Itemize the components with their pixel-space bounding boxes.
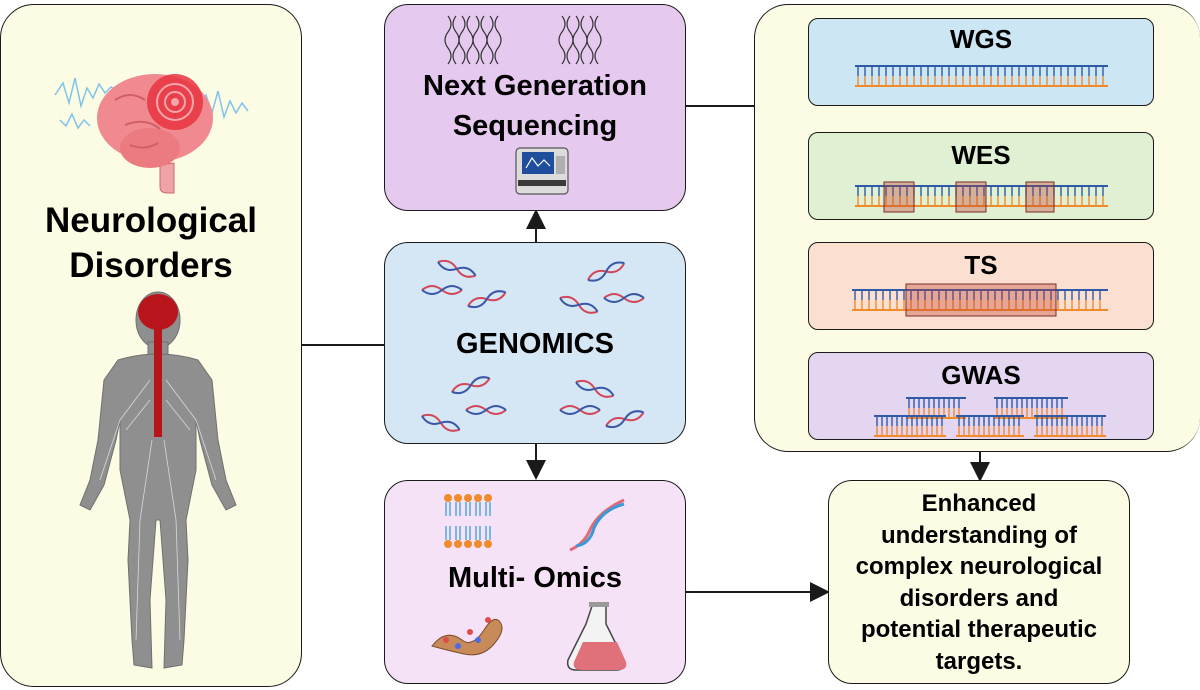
outcome-line-6: targets. [935, 647, 1023, 675]
title-line-1: Neurological [45, 201, 257, 240]
gwas-label: GWAS [941, 360, 1021, 390]
outcome-text: Enhanced understanding of complex neurol… [828, 488, 1130, 677]
outcome-line-2: understanding of [881, 521, 1077, 549]
outcome-line-1: Enhanced [921, 490, 1037, 517]
outcome-line-4: disorders and [899, 584, 1059, 612]
wgs-box [808, 18, 1154, 106]
wgs-label: WGS [949, 24, 1013, 54]
ts-label: TS [964, 250, 998, 280]
outcome-line-5: potential therapeutic [860, 616, 1098, 643]
title-line-2: Disorders [69, 246, 233, 285]
ngs-title: Next Generation Sequencing [384, 66, 686, 146]
neurological-disorders-title: Neurological Disorders [10, 198, 292, 288]
genomics-title: GENOMICS [456, 328, 614, 360]
outcome-line-3: complex neurological [855, 553, 1103, 580]
ngs-title-line-2: Sequencing [452, 110, 618, 142]
ngs-title-line-1: Next Generation [423, 70, 647, 102]
wes-label: WES [951, 140, 1011, 170]
outcome-box [828, 480, 1130, 684]
multi-omics-title: Multi- Omics [447, 562, 622, 594]
neurological-disorders-panel [0, 4, 302, 687]
